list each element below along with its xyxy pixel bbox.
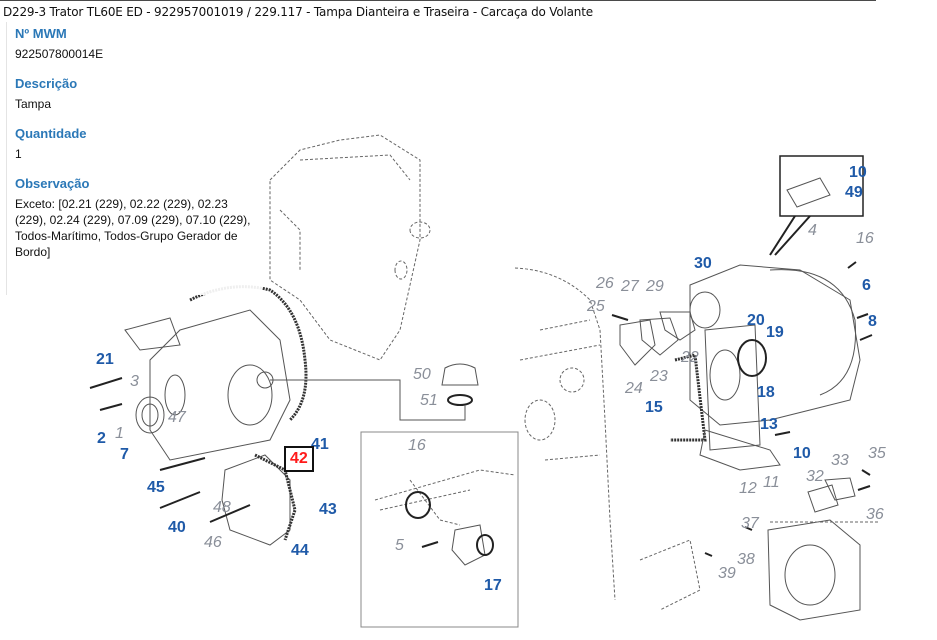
part-label-44[interactable]: 44 <box>291 542 309 559</box>
description-value: Tampa <box>15 97 52 111</box>
part-label-18[interactable]: 18 <box>757 384 775 401</box>
part-label-40[interactable]: 40 <box>168 519 186 536</box>
part-label-10-lower[interactable]: 10 <box>793 445 811 462</box>
mwm-number-value: 922507800014E <box>15 47 104 61</box>
gasket-41 <box>189 285 308 422</box>
part-label-13[interactable]: 13 <box>760 416 778 433</box>
part-label-39: 39 <box>718 565 736 582</box>
part-label-47: 47 <box>168 409 186 426</box>
description-label: Descrição <box>15 76 78 91</box>
quantity-label: Quantidade <box>15 126 87 141</box>
part-label-32: 32 <box>806 468 824 485</box>
observation-label: Observação <box>15 176 90 191</box>
part-label-16: 16 <box>856 230 874 247</box>
part-label-46: 46 <box>204 534 222 551</box>
part-label-33: 33 <box>831 452 849 469</box>
part-label-51: 51 <box>420 392 438 409</box>
right-block-outline <box>514 267 616 601</box>
mwm-number-label: Nº MWM <box>15 26 67 41</box>
part-label-25: 25 <box>587 298 605 315</box>
part-label-27: 27 <box>621 278 639 295</box>
part-label-43[interactable]: 43 <box>319 501 337 518</box>
part-label-5: 5 <box>395 537 404 554</box>
part-label-42-selected[interactable]: 42 <box>284 446 314 472</box>
part-label-15[interactable]: 15 <box>645 399 663 416</box>
part-details-panel: Nº MWM 922507800014E Descrição Tampa Qua… <box>6 22 262 295</box>
oil-cap-50 <box>441 363 479 386</box>
part-label-36: 36 <box>866 506 884 523</box>
flywheel-housing-30 <box>689 264 861 426</box>
front-cover-42 <box>149 309 291 461</box>
part-label-37: 37 <box>741 515 759 532</box>
part-label-20[interactable]: 20 <box>747 312 765 329</box>
part-label-2[interactable]: 2 <box>97 430 106 447</box>
part-label-6[interactable]: 6 <box>862 277 871 294</box>
part-label-26: 26 <box>596 275 614 292</box>
part-label-48: 48 <box>213 499 231 516</box>
part-label-3: 3 <box>130 373 139 390</box>
part-label-50: 50 <box>413 366 431 383</box>
part-label-17[interactable]: 17 <box>484 577 502 594</box>
observation-value: Exceto: [02.21 (229), 02.22 (229), 02.23… <box>15 197 251 259</box>
part-label-22: 22 <box>681 349 699 366</box>
cover-plate-44 <box>221 454 291 546</box>
top-divider <box>0 0 876 1</box>
part-label-30[interactable]: 30 <box>694 255 712 272</box>
part-label-19[interactable]: 19 <box>766 324 784 341</box>
part-label-8[interactable]: 8 <box>868 313 877 330</box>
detail-callout-box <box>779 155 864 217</box>
part-label-29: 29 <box>646 278 664 295</box>
engine-block-outline <box>269 134 421 361</box>
part-label-24: 24 <box>625 380 643 397</box>
part-label-23: 23 <box>650 368 668 385</box>
part-label-10-upper[interactable]: 10 <box>849 164 867 181</box>
part-label-11: 11 <box>763 474 780 491</box>
part-label-4: 4 <box>808 222 817 239</box>
part-label-49[interactable]: 49 <box>845 184 863 201</box>
o-ring-51 <box>447 394 473 406</box>
part-label-35: 35 <box>868 445 886 462</box>
part-label-38: 38 <box>737 551 755 568</box>
quantity-value: 1 <box>15 147 22 161</box>
part-label-7[interactable]: 7 <box>120 446 129 463</box>
part-label-16-inset: 16 <box>408 437 426 454</box>
breadcrumb-title: D229-3 Trator TL60E ED - 922957001019 / … <box>3 5 593 19</box>
part-label-21[interactable]: 21 <box>96 351 114 368</box>
part-label-41[interactable]: 41 <box>311 436 329 453</box>
part-label-1: 1 <box>115 425 124 442</box>
part-label-45[interactable]: 45 <box>147 479 165 496</box>
part-label-12: 12 <box>739 480 757 497</box>
inset-frame <box>360 431 519 628</box>
